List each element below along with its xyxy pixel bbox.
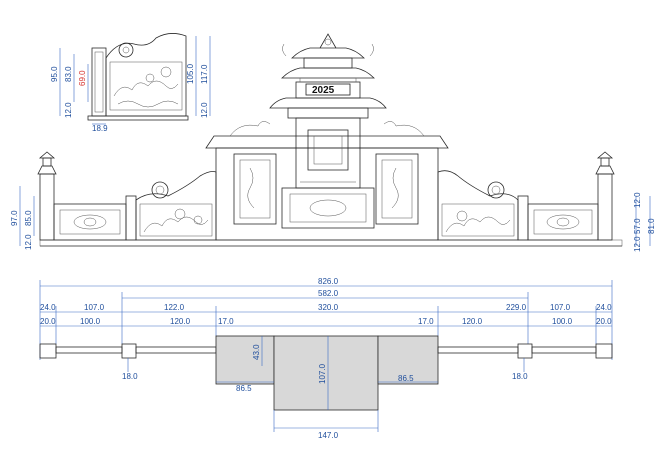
plan-dim-inner: 582.0 [318, 289, 339, 298]
plan-dim-w86-right: 86.5 [398, 374, 414, 383]
elevation-view [19, 33, 651, 247]
detail-dim-117: 117.0 [200, 64, 209, 84]
detail-dim-83: 83.0 [64, 66, 73, 82]
plan-dim-h107: 107.0 [318, 363, 327, 384]
detail-dim-105: 105.0 [186, 63, 195, 84]
elev-dim-12-left: 12.0 [24, 234, 33, 250]
plan-dim-total: 826.0 [318, 277, 339, 286]
plan-dim-l24: 24.0 [40, 303, 56, 312]
elev-dim-97: 97.0 [10, 210, 19, 226]
elev-dim-81: 81.0 [647, 218, 656, 234]
plan-view [39, 280, 613, 432]
plan-dim-w86-left: 86.5 [236, 384, 252, 393]
plan-dim-p18-left: 18.0 [122, 372, 138, 381]
elev-dim-57: 57.0 [633, 218, 642, 234]
detail-dim-12-left: 12.0 [64, 102, 73, 118]
plan-dim-l120: 120.0 [170, 317, 191, 326]
plan-dim-r17: 17.0 [418, 317, 434, 326]
detail-dim-95: 95.0 [50, 66, 59, 82]
detail-panel [59, 33, 211, 125]
plan-dim-r20: 20.0 [596, 317, 612, 326]
year-plaque-text: 2025 [312, 85, 335, 96]
elev-dim-85: 85.0 [24, 210, 33, 226]
plan-dim-p18-right: 18.0 [512, 372, 528, 381]
plan-dim-r100: 100.0 [552, 317, 573, 326]
plan-dim-l20: 20.0 [40, 317, 56, 326]
plan-dim-l17: 17.0 [218, 317, 234, 326]
plan-dim-l107: 107.0 [84, 303, 105, 312]
elev-dim-12-top: 12.0 [633, 192, 642, 208]
plan-dim-r24: 24.0 [596, 303, 612, 312]
plan-dim-r229: 229.0 [506, 303, 527, 312]
plan-dim-r120: 120.0 [462, 317, 483, 326]
detail-dim-69: 69.0 [78, 70, 87, 86]
detail-dim-18-9: 18.9 [92, 124, 108, 133]
plan-dim-w147: 147.0 [318, 431, 339, 440]
elev-dim-12-bottom: 12.0 [633, 236, 642, 252]
detail-dim-12-right: 12.0 [200, 102, 209, 118]
plan-dim-h43: 43.0 [252, 344, 261, 360]
plan-dim-l100: 100.0 [80, 317, 101, 326]
plan-dim-l122: 122.0 [164, 303, 185, 312]
plan-dim-c320: 320.0 [318, 303, 339, 312]
plan-dim-r107: 107.0 [550, 303, 571, 312]
